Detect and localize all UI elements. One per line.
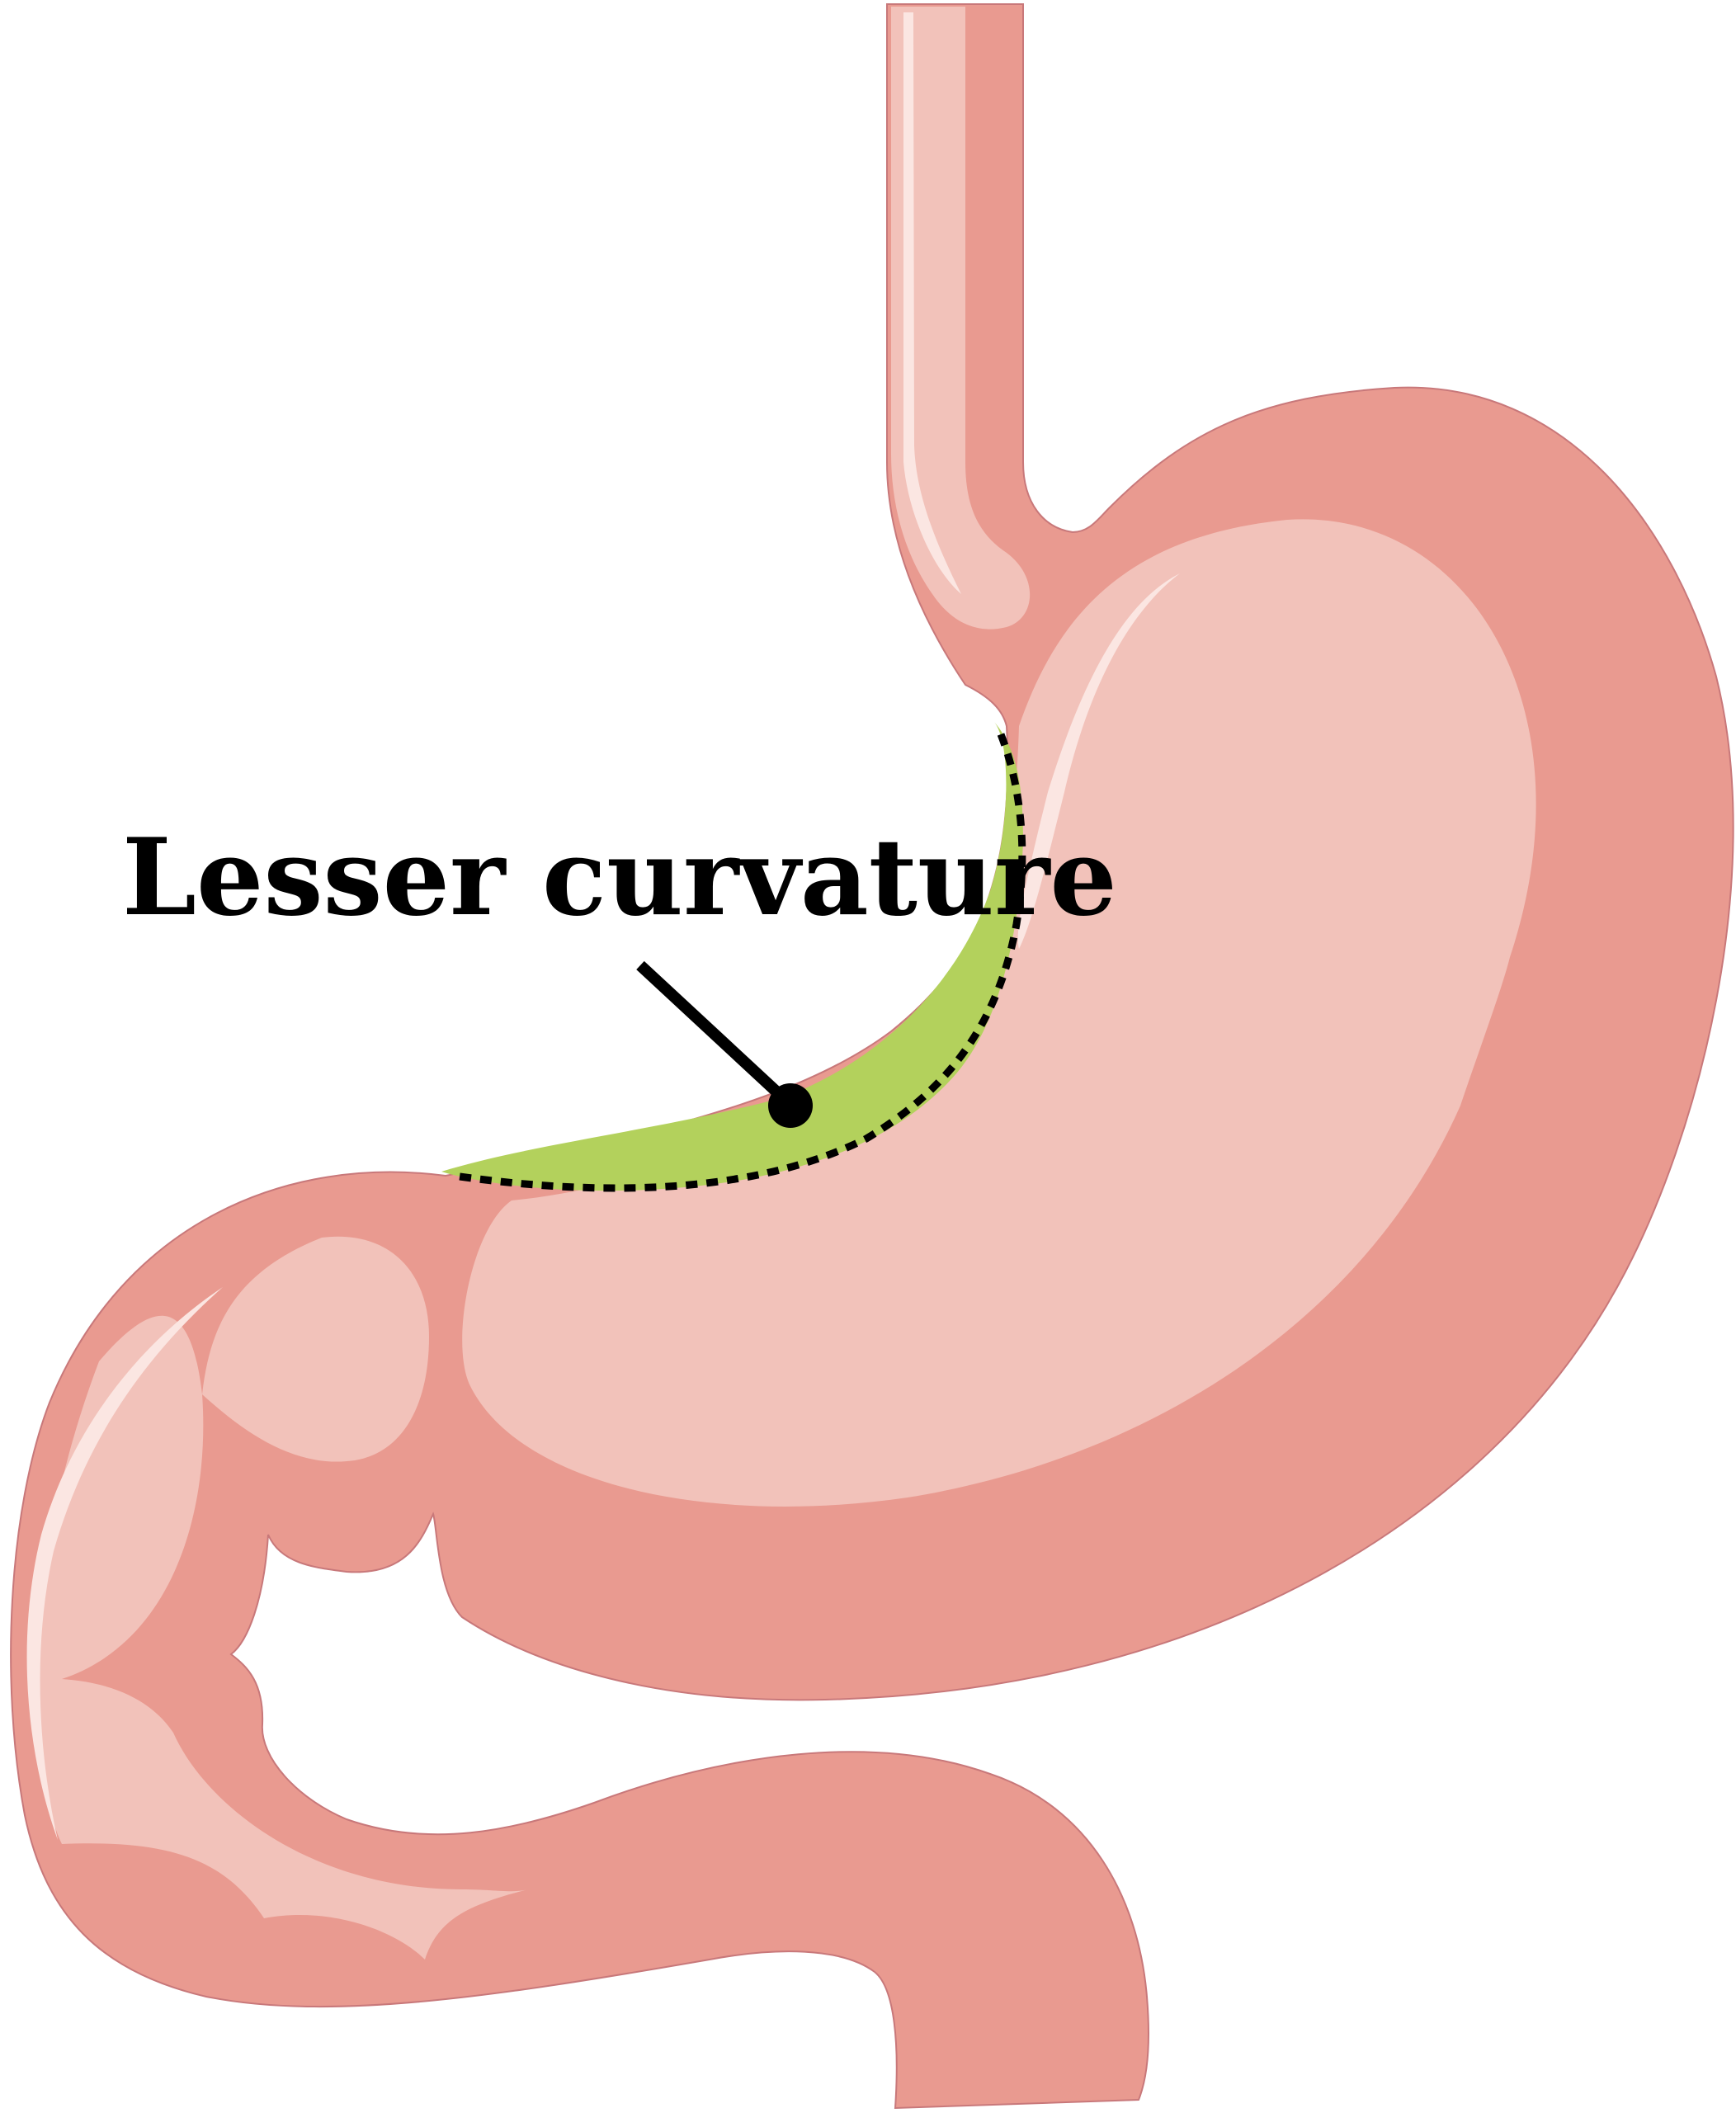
lesser-curvature-dotted-line (453, 733, 1026, 1192)
antrum-highlight (26, 1287, 223, 1840)
esophagus-highlight (903, 12, 961, 594)
leader-line (636, 960, 792, 1107)
lesser-curvature-label: Lesser curvature (122, 816, 1117, 940)
stomach-body-lumen (462, 519, 1536, 1507)
lesser-curvature-region (441, 722, 1023, 1191)
leader-dot (768, 1083, 813, 1128)
esophagus-lumen (891, 7, 1031, 630)
antrum-lumen-upper (202, 1236, 429, 1462)
antrum-lumen-lower (35, 1315, 528, 1960)
